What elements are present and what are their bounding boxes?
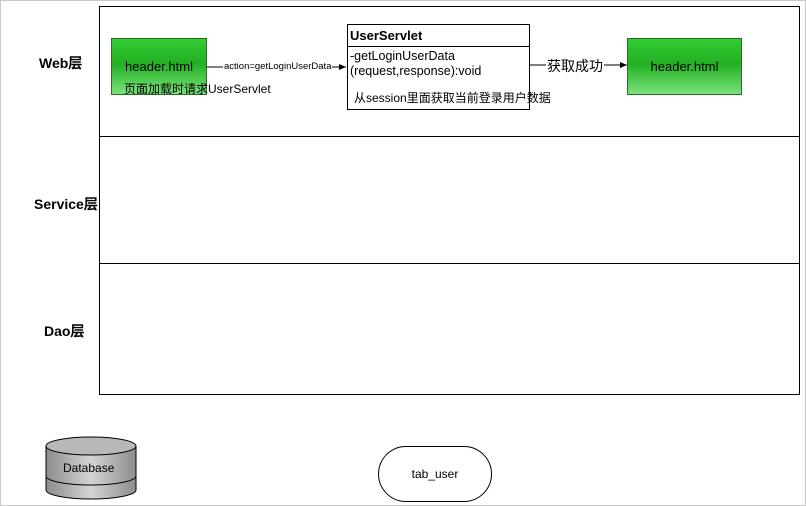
target-node-header-html[interactable]: header.html	[627, 38, 742, 95]
target-node-label: header.html	[650, 59, 719, 74]
lane-label-dao: Dao层	[44, 323, 85, 339]
source-node-label: header.html	[125, 59, 193, 74]
servlet-method-line-1: -getLoginUserData	[350, 49, 455, 63]
lane-dao	[99, 263, 800, 395]
servlet-class-title: UserServlet	[348, 25, 529, 47]
lane-label-service: Service层	[34, 196, 98, 212]
table-node-label: tab_user	[411, 467, 459, 481]
table-node-tab-user[interactable]: tab_user	[378, 446, 492, 502]
database-label: Database	[63, 461, 115, 475]
servlet-class-box[interactable]: UserServlet -getLoginUserData (request,r…	[347, 24, 530, 110]
source-note: 页面加载时请求UserServlet	[124, 82, 271, 96]
response-label: 获取成功	[546, 56, 604, 76]
source-node-header-html[interactable]: header.html	[111, 38, 207, 95]
servlet-method-signature: -getLoginUserData (request,response):voi…	[348, 47, 529, 79]
lane-label-web: Web层	[39, 55, 83, 71]
servlet-method-line-2: (request,response):void	[350, 64, 482, 78]
request-label: action=getLoginUserData	[223, 61, 333, 72]
servlet-note: 从session里面获取当前登录用户数据	[354, 91, 551, 105]
